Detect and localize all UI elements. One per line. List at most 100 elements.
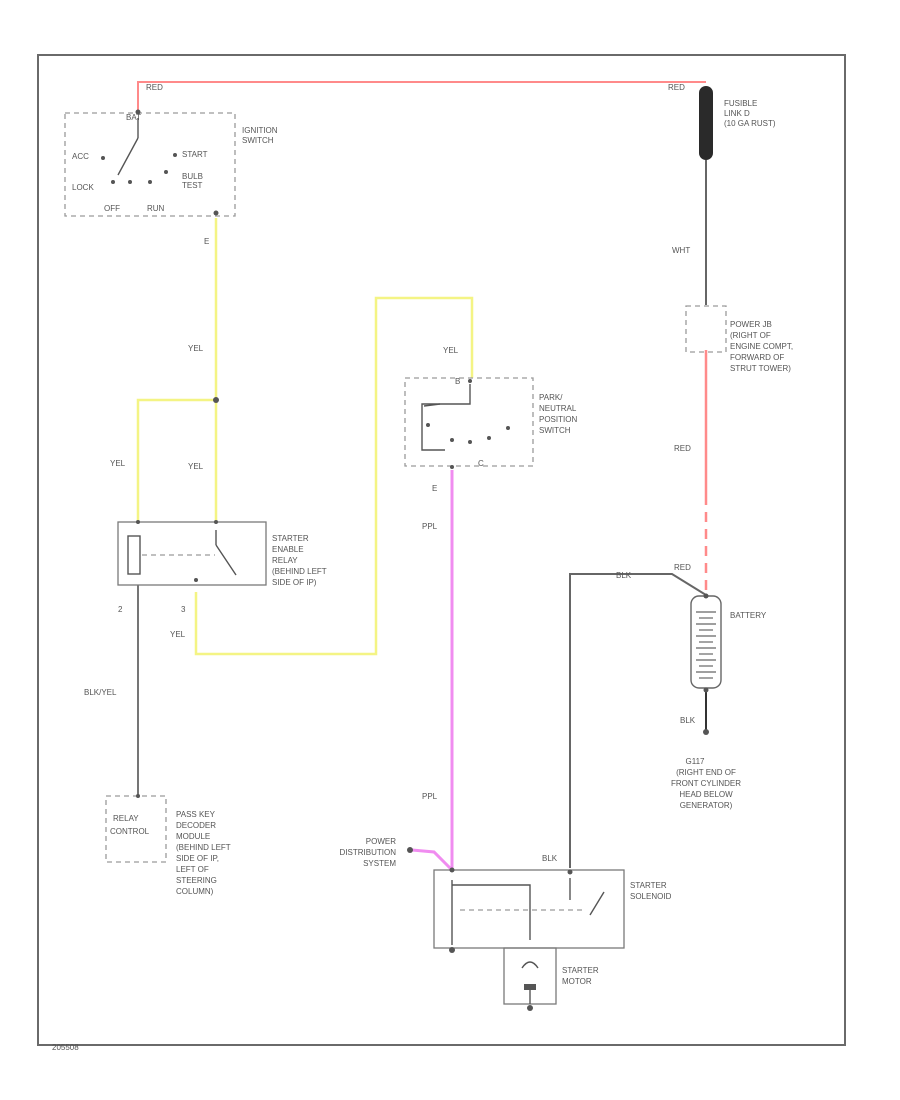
starter-motor-ground — [527, 1005, 533, 1011]
ground-g117: G117 (RIGHT END OF FRONT CYLINDER HEAD B… — [671, 729, 741, 810]
relay-title-1: STARTER — [272, 534, 309, 543]
starter-motor-brush — [521, 961, 539, 969]
pkm-title-1: PASS KEY — [176, 810, 216, 819]
power-junction-block: POWER JB (RIGHT OF ENGINE COMPT, FORWARD… — [685, 305, 793, 373]
pds-title-3: SYSTEM — [363, 859, 396, 868]
starter-enable-relay: 2 3 STARTER ENABLE RELAY (BEHIND LEFT SI… — [117, 520, 327, 614]
ign-output-terminal — [213, 210, 219, 216]
ign-lock-label: LOCK — [72, 183, 94, 192]
wire-label-yel-ign: YEL — [188, 344, 204, 353]
jb-title-3: ENGINE COMPT, — [730, 342, 793, 351]
battery-label: BATTERY — [730, 611, 767, 620]
wire-label-red-top-left: RED — [146, 83, 163, 92]
solenoid-ground-dot — [449, 947, 455, 953]
pnp-switch-box — [404, 377, 534, 467]
ign-off-label: OFF — [104, 204, 120, 213]
fusible-title-3: (10 GA RUST) — [724, 119, 776, 128]
wire-label-ppl-lower: PPL — [422, 792, 438, 801]
yellow-wire-left — [136, 398, 216, 522]
fusible-title-1: FUSIBLE — [724, 99, 757, 108]
pnp-contact-3 — [468, 440, 472, 444]
solenoid-internal — [452, 884, 531, 940]
relay-terminal-3: 3 — [181, 605, 186, 614]
pds-terminal — [407, 847, 413, 853]
pnp-title-1: PARK/ — [539, 393, 563, 402]
ground-point — [703, 729, 709, 735]
pnp-contact-5 — [506, 426, 510, 430]
battery: BATTERY — [690, 593, 767, 693]
pnp-arm — [423, 403, 441, 407]
park-neutral-switch: B C E PARK/ NEUTRAL POSITION SWITCH — [404, 377, 577, 493]
ign-contact-acc — [101, 156, 105, 160]
ground-title-1: G117 — [686, 757, 706, 766]
ign-test-label: TEST — [182, 181, 203, 190]
purple-wire-pds — [411, 848, 454, 872]
pkm-title-8: COLUMN) — [176, 887, 214, 896]
pnp-bottom-terminal — [450, 465, 454, 469]
black-wire-battery-solenoid — [569, 573, 707, 868]
pkm-title-2: DECODER — [176, 821, 216, 830]
relay-coil — [127, 535, 141, 575]
ign-contact-run — [148, 180, 152, 184]
ign-terminal-label: E — [204, 237, 209, 246]
relay-title-2: ENABLE — [272, 545, 304, 554]
pds-title-2: DISTRIBUTION — [340, 848, 397, 857]
ign-acc-label: ACC — [72, 152, 89, 161]
wire-label-ppl-upper: PPL — [422, 522, 438, 531]
relay-title-4: (BEHIND LEFT — [272, 567, 327, 576]
pkm-title-6: LEFT OF — [176, 865, 209, 874]
pkm-title-5: SIDE OF IP, — [176, 854, 219, 863]
pkm-title-7: STEERING — [176, 876, 217, 885]
relay-title-3: RELAY — [272, 556, 298, 565]
relay-switch-terminal — [214, 520, 218, 524]
footer-code: 205508 — [52, 1043, 79, 1052]
pnp-terminal-b: B — [455, 377, 460, 386]
ground-title-5: GENERATOR) — [680, 801, 733, 810]
pds-title-1: POWER — [366, 837, 396, 846]
pnp-contact-1 — [426, 423, 430, 427]
ign-bat-label: BAT — [126, 113, 141, 122]
ign-contact-off — [128, 180, 132, 184]
wire-label-blk-yel: BLK/YEL — [84, 688, 117, 697]
ground-title-2: (RIGHT END OF — [676, 768, 736, 777]
ignition-switch-box — [64, 112, 236, 217]
pnp-internal-path — [421, 384, 471, 451]
pnp-top-terminal — [468, 379, 472, 383]
ign-start-label: START — [182, 150, 208, 159]
ign-contact-bulb — [164, 170, 168, 174]
relay-control-line-2: CONTROL — [110, 827, 150, 836]
power-distribution-system: POWER DISTRIBUTION SYSTEM — [340, 837, 413, 868]
power-jb-box — [685, 305, 727, 353]
ign-wiper — [117, 137, 139, 176]
solenoid-contact-arm — [589, 891, 605, 916]
wire-label-yel-bottom: YEL — [170, 630, 186, 639]
relay-box — [117, 521, 267, 586]
wire-label-yel-pnp: YEL — [443, 346, 459, 355]
fusible-link: FUSIBLE LINK D (10 GA RUST) — [699, 86, 776, 160]
relay-title-5: SIDE OF IP) — [272, 578, 317, 587]
relay-contact-arm — [215, 544, 237, 576]
wire-label-red-top-right: RED — [668, 83, 685, 92]
ign-run-label: RUN — [147, 204, 165, 213]
ign-title-2: SWITCH — [242, 136, 274, 145]
solenoid-title-1: STARTER — [630, 881, 667, 890]
relay-output-contact — [194, 578, 198, 582]
relay-coil-terminal — [136, 520, 140, 524]
battery-cells — [696, 611, 716, 679]
ign-contact-start — [173, 153, 177, 157]
solenoid-s-terminal — [449, 867, 455, 873]
pnp-title-4: SWITCH — [539, 426, 571, 435]
yellow-wire-relay-pnp — [194, 296, 474, 656]
pkm-title-4: (BEHIND LEFT — [176, 843, 231, 852]
ignition-switch: BAT ACC LOCK START BULB TEST OFF RUN E I… — [64, 109, 278, 246]
pnp-contact-2 — [450, 438, 454, 442]
pnp-terminal-e: E — [432, 484, 437, 493]
wire-label-yel-left: YEL — [110, 459, 126, 468]
wire-label-red-batt: RED — [674, 563, 691, 572]
pnp-title-3: POSITION — [539, 415, 577, 424]
diagram-frame — [37, 54, 846, 1046]
ign-contact-lock — [111, 180, 115, 184]
jb-title-2: (RIGHT OF — [730, 331, 771, 340]
ign-bat-terminal — [135, 109, 141, 115]
